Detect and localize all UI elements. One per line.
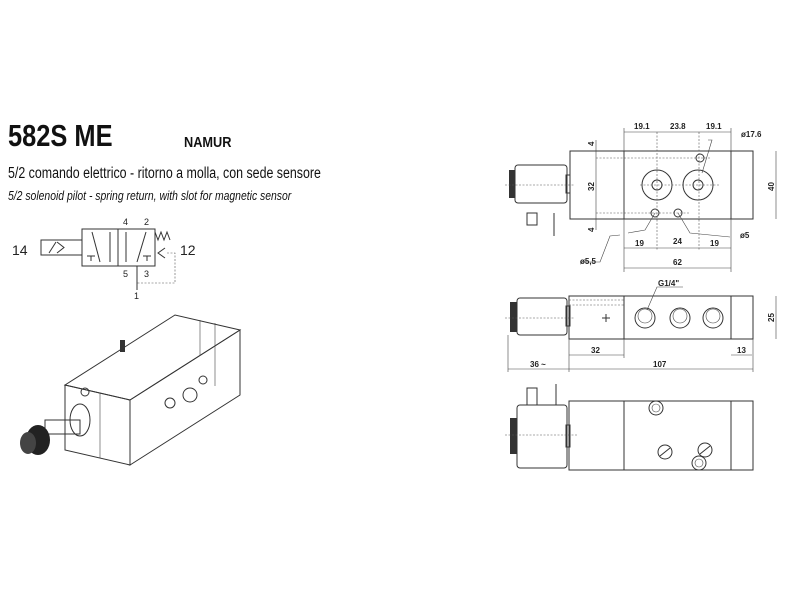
dim-36: 36 ~: [530, 360, 546, 369]
dim-25: 25: [767, 313, 776, 322]
dim-19-right: 19: [710, 239, 719, 248]
dim-32: 32: [587, 182, 596, 191]
top-view-drawing: 19.1 23.8 19.1 ø17.6 4 32 4 40 19 24 19 …: [505, 122, 777, 272]
dim-107: 107: [653, 360, 667, 369]
dim-4-bottom: 4: [587, 227, 596, 232]
dim-19-1-left: 19.1: [634, 122, 650, 131]
dim-24: 24: [673, 237, 682, 246]
dim-23-8: 23.8: [670, 122, 686, 131]
side-view-drawing: G1/4" 25 32 13 36 ~ 107: [505, 279, 777, 372]
valve-symbol: 14 12 4 2 5 3 1: [12, 217, 196, 301]
port-14-label: 14: [12, 242, 28, 258]
dim-thread: G1/4": [658, 279, 679, 288]
dim-13: 13: [737, 346, 746, 355]
dim-port-diameter: ø17.6: [741, 130, 762, 139]
dim-small-diameter: ø5: [740, 231, 750, 240]
dim-32-side: 32: [591, 346, 600, 355]
port-1-label: 1: [134, 291, 139, 301]
port-12-label: 12: [180, 242, 196, 258]
port-4-label: 4: [123, 217, 128, 227]
dim-19-1-right: 19.1: [706, 122, 722, 131]
bottom-view-drawing: [505, 384, 754, 471]
subtitle-english: 5/2 solenoid pilot - spring return, with…: [8, 188, 292, 203]
port-2-label: 2: [144, 217, 149, 227]
port-3-label: 3: [144, 269, 149, 279]
dim-40: 40: [767, 182, 776, 191]
dim-62: 62: [673, 258, 682, 267]
dim-mount-diameter: ø5,5: [580, 257, 597, 266]
standard-label: NAMUR: [184, 134, 232, 151]
port-5-label: 5: [123, 269, 128, 279]
dim-19-left: 19: [635, 239, 644, 248]
valve-3d-illustration: [20, 314, 242, 466]
dim-4-top: 4: [587, 141, 596, 146]
product-title: 582S ME: [8, 118, 113, 153]
subtitle-italian: 5/2 comando elettrico - ritorno a molla,…: [8, 165, 321, 182]
